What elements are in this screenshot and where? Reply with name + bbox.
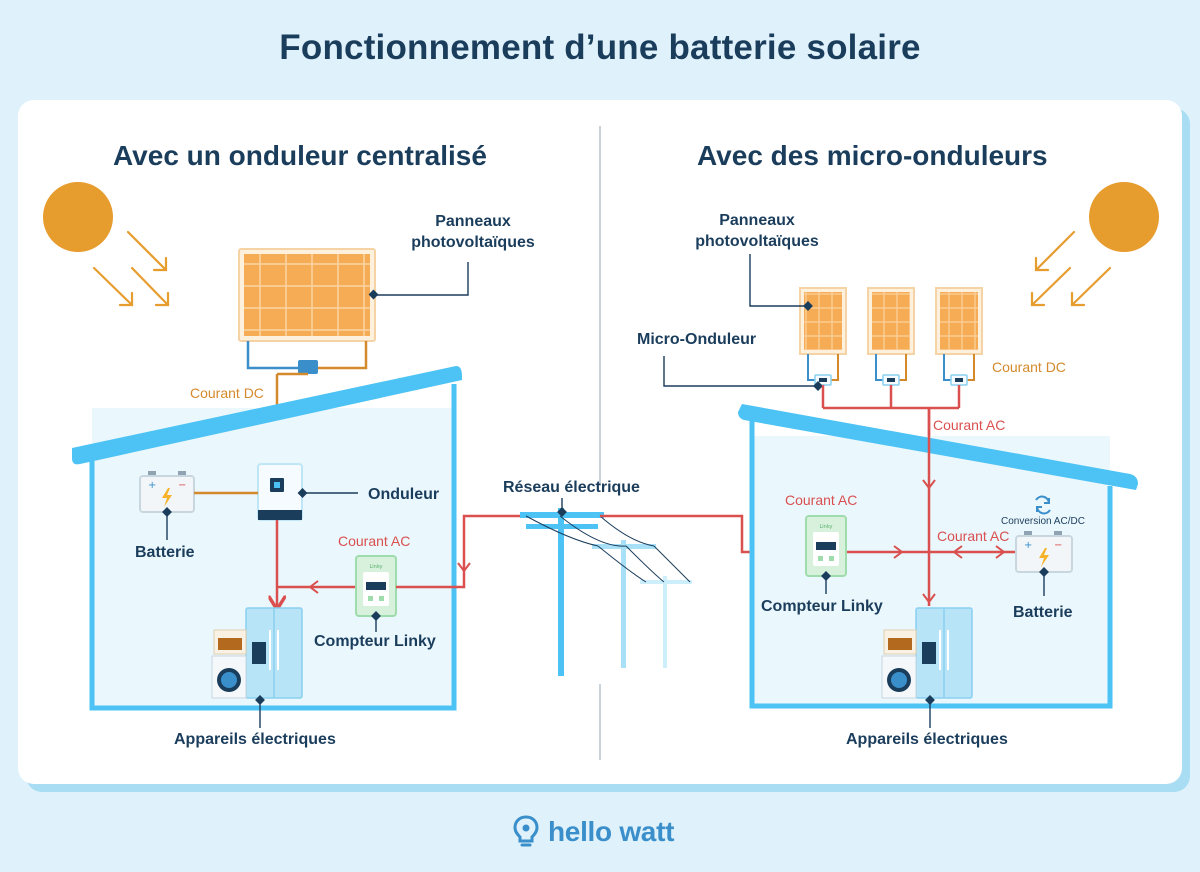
- left-section-heading: Avec un onduleur centralisé: [113, 140, 487, 171]
- right-battery-label: Batterie: [1013, 604, 1073, 621]
- appliances-icon-right: [881, 607, 973, 699]
- section-divider-lower: [599, 684, 601, 760]
- right-meter-label: Compteur Linky: [761, 598, 883, 615]
- left-meter-label: Compteur Linky: [314, 633, 436, 650]
- sun-icon: [43, 182, 113, 252]
- left-battery-label: Batterie: [135, 544, 195, 561]
- left-inverter-label: Onduleur: [368, 486, 440, 503]
- sun-rays-icon-right: [1030, 230, 1112, 307]
- conversion-label: Conversion AC/DC: [1001, 516, 1085, 527]
- left-panels-label: Panneaux photovoltaïques: [411, 213, 535, 251]
- svg-text:Linky: Linky: [819, 524, 832, 530]
- brand-name: hello watt: [548, 816, 675, 847]
- sun-rays-icon: [92, 230, 170, 307]
- conversion-cycle-icon: [1035, 495, 1051, 515]
- power-pole-icon: [520, 508, 692, 676]
- right-ac-battery-label: Courant AC: [937, 528, 1010, 544]
- left-appliances-label: Appareils électriques: [174, 731, 336, 748]
- svg-text:−: −: [178, 480, 186, 491]
- right-dc-label: Courant DC: [992, 359, 1066, 375]
- right-ac-roof-label: Courant AC: [933, 417, 1006, 433]
- page-title: Fonctionnement d’une batterie solaire: [279, 28, 921, 67]
- sun-icon-right: [1089, 182, 1159, 252]
- solar-panels-small-icon: [799, 287, 983, 355]
- micro-inverter-label: Micro-Onduleur: [637, 331, 757, 348]
- svg-text:Linky: Linky: [369, 564, 382, 570]
- junction-box-icon: [298, 360, 318, 374]
- svg-text:+: +: [148, 480, 156, 491]
- left-dc-label: Courant DC: [190, 385, 264, 401]
- inverter-icon: [257, 463, 303, 521]
- battery-icon: + −: [139, 471, 195, 513]
- appliances-icon: [211, 607, 303, 699]
- right-ac-meter-label: Courant AC: [785, 492, 858, 508]
- svg-text:+: +: [1024, 540, 1032, 551]
- power-lines: [525, 515, 691, 583]
- brand-logo: hello watt: [512, 812, 674, 852]
- battery-icon-right: + −: [1015, 531, 1073, 573]
- linky-meter-icon: Linky: [355, 555, 397, 617]
- solar-panel-icon: [238, 248, 376, 342]
- linky-meter-icon-right: Linky: [805, 515, 847, 577]
- right-panels-label: Panneaux photovoltaïques: [695, 212, 819, 250]
- svg-text:−: −: [1054, 540, 1062, 551]
- left-ac-label: Courant AC: [338, 533, 411, 549]
- right-appliances-label: Appareils électriques: [846, 731, 1008, 748]
- grid-label: Réseau électrique: [503, 479, 640, 496]
- right-section-heading: Avec des micro-onduleurs: [697, 140, 1048, 171]
- lightbulb-icon: [513, 815, 539, 847]
- section-divider: [599, 126, 601, 486]
